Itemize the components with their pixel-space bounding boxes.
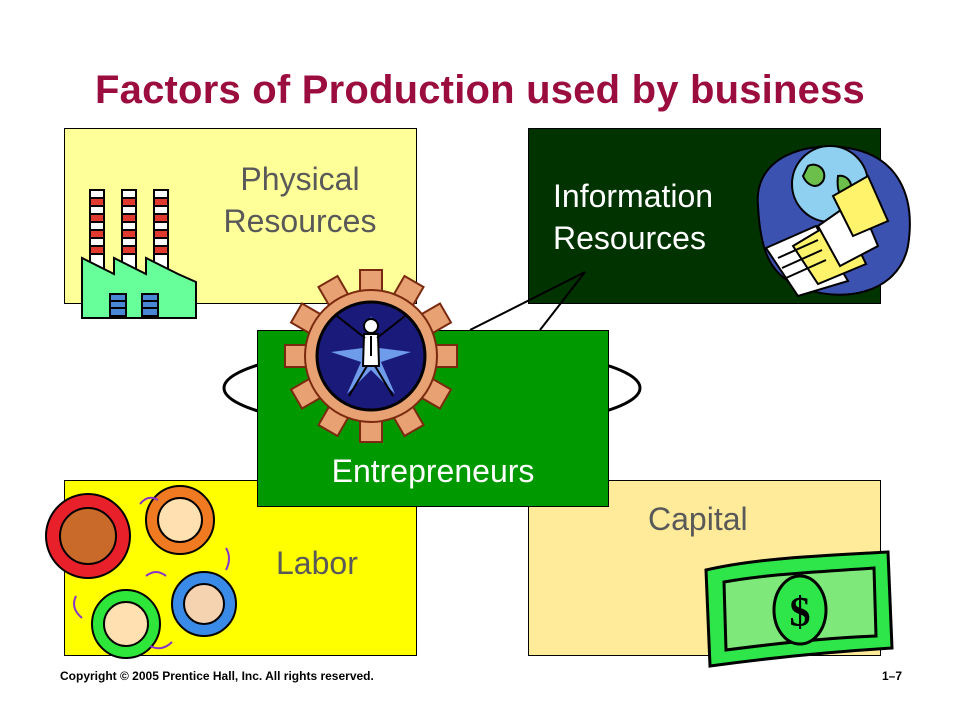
- information-resources-label: Information Resources: [553, 175, 713, 259]
- gear-person-icon: [284, 269, 458, 443]
- slide-title: Factors of Production used by business: [95, 68, 865, 112]
- factory-icon: [81, 189, 197, 319]
- physical-line1: Physical: [240, 161, 360, 197]
- physical-line2: Resources: [223, 203, 377, 239]
- physical-resources-label: Physical Resources: [200, 158, 400, 242]
- labor-label: Labor: [276, 545, 358, 581]
- copyright-footer: Copyright © 2005 Prentice Hall, Inc. All…: [60, 669, 374, 683]
- information-line2: Resources: [553, 220, 706, 256]
- svg-text:$: $: [790, 590, 811, 636]
- globe-documents-icon: [756, 145, 911, 298]
- entrepreneurs-label: Entrepreneurs: [331, 453, 535, 489]
- page-number: 1–7: [881, 669, 902, 683]
- information-line1: Information: [553, 178, 714, 214]
- gears-people-icon: [45, 485, 237, 659]
- capital-label: Capital: [648, 501, 748, 537]
- dollar-bill-icon: $: [704, 550, 894, 668]
